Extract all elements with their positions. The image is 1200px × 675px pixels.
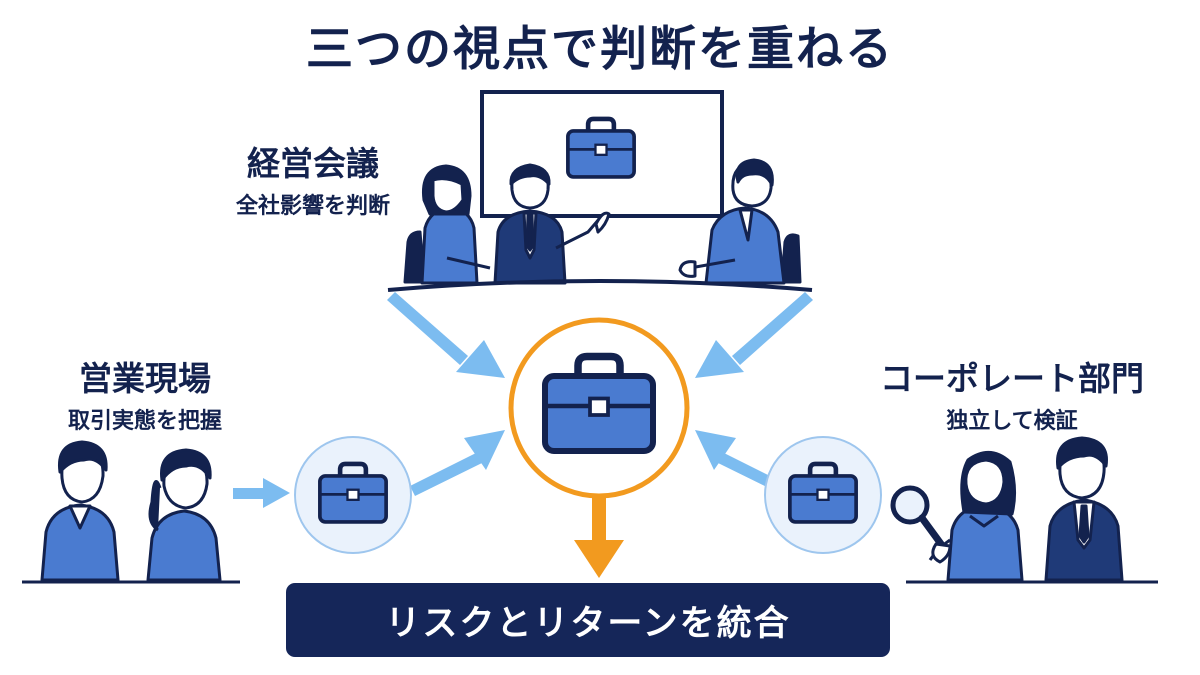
right-subheading: 独立して検証 (946, 409, 1078, 434)
right-circle (764, 436, 882, 554)
left-circle (294, 436, 412, 554)
person-sales-woman (146, 448, 222, 582)
magnifying-glass-icon (890, 485, 952, 564)
right-heading: コーポレート部門 (880, 359, 1144, 398)
top-subheading: 全社影響を判断 (235, 194, 390, 219)
diagram-title: 三つの視点で判断を重ねる (306, 22, 894, 77)
top-heading: 経営会議 (247, 144, 379, 183)
result-label: リスクとリターンを統合 (385, 603, 791, 644)
arrow-meeting-right (695, 292, 813, 378)
meeting-table (387, 279, 813, 292)
person-sales-man (40, 440, 120, 582)
meeting-scene (387, 90, 813, 292)
person-man-right (678, 158, 802, 285)
result-banner: リスクとリターンを統合 (286, 583, 890, 657)
person-woman-left (403, 164, 491, 285)
sales-people (22, 440, 240, 584)
left-subheading: 取引実態を把握 (67, 409, 222, 434)
arrow-left-to-center (410, 430, 505, 496)
person-corporate-man (1044, 436, 1124, 582)
left-heading: 営業現場 (79, 359, 211, 398)
person-corporate-woman (928, 451, 1024, 582)
person-man-center (493, 163, 611, 285)
arrow-meeting-left (387, 292, 505, 378)
arrow-sales-to-circle (233, 478, 290, 508)
corporate-people (890, 436, 1158, 584)
arrow-center-to-result (574, 496, 624, 578)
center-circle (508, 317, 690, 499)
